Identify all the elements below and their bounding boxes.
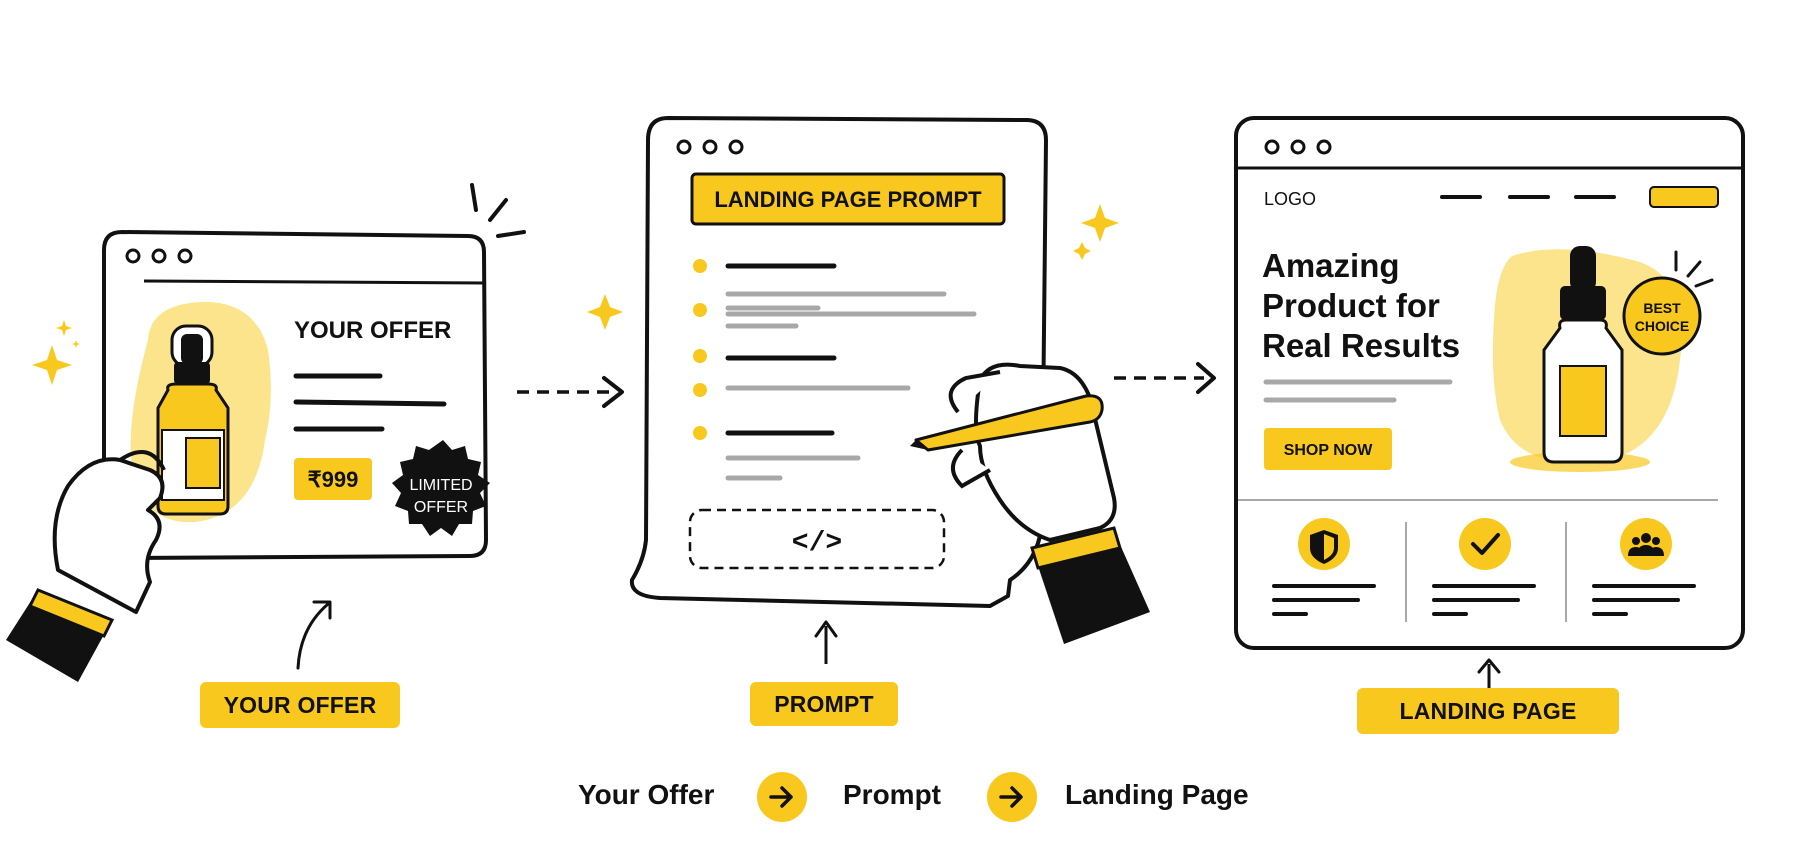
offer-pointer-arrow <box>296 602 330 670</box>
best-choice-line1: BEST <box>1643 300 1681 316</box>
flow-arrow-1 <box>517 376 624 408</box>
best-choice-line2: CHOICE <box>1635 318 1689 334</box>
landing-window <box>1234 116 1745 650</box>
limited-offer-line2: OFFER <box>414 499 468 516</box>
flow-arrow-icon <box>987 772 1037 822</box>
label-landing-page: LANDING PAGE <box>1357 688 1619 734</box>
prompt-window-dots <box>676 139 744 155</box>
prompt-title-banner <box>690 172 1006 226</box>
feature-check <box>1459 518 1511 570</box>
landing-serum-bottle-icon <box>1542 246 1624 464</box>
prompt-lines-dark <box>725 263 837 436</box>
landing-window-dots <box>1264 139 1332 155</box>
prompt-bullets <box>693 259 707 440</box>
code-symbol: </> <box>792 528 842 559</box>
sparkle-icon <box>32 320 80 385</box>
label-your-offer: YOUR OFFER <box>200 682 400 728</box>
emphasis-strokes-icon <box>470 183 526 238</box>
landing-logo: LOGO <box>1264 189 1316 209</box>
best-choice-badge: BEST CHOICE <box>1622 276 1702 356</box>
shop-now-label: SHOP NOW <box>1284 442 1374 459</box>
users-icon <box>1628 533 1664 556</box>
landing-subtext-lines <box>1263 379 1453 403</box>
landing-panel: LOGO Amazing Product for Real Results SH… <box>1234 116 1745 688</box>
offer-title: YOUR OFFER <box>294 317 451 344</box>
checkmark-icon <box>1471 533 1500 555</box>
shop-now-button[interactable] <box>1264 428 1392 470</box>
flow-arrow-2 <box>1114 362 1216 394</box>
serum-bottle-icon <box>156 324 230 516</box>
landing-nav-button <box>1649 186 1719 208</box>
hand-holding-icon <box>6 450 166 682</box>
feature-users <box>1620 518 1672 570</box>
sparkle-icon <box>587 204 1119 330</box>
offer-text-lines <box>293 373 447 432</box>
feature-shield <box>1298 518 1350 570</box>
prompt-title: LANDING PAGE PROMPT <box>714 187 982 212</box>
flow-step-landing-page: Landing Page <box>1065 779 1249 810</box>
flow-step-your-offer: Your Offer <box>578 779 715 810</box>
hand-writing-pen-icon <box>910 362 1150 644</box>
landing-headline-line1: Amazing <box>1262 247 1400 284</box>
price-tag <box>294 458 372 500</box>
limited-offer-line1: LIMITED <box>409 477 472 494</box>
offer-panel: YOUR OFFER ₹999 LIMITED OFFER <box>6 183 526 682</box>
price-text: ₹999 <box>308 467 359 492</box>
offer-window-dots <box>125 248 193 264</box>
prompt-document <box>629 116 1048 608</box>
label-prompt: PROMPT <box>750 682 898 726</box>
limited-offer-badge: LIMITED OFFER <box>392 440 490 536</box>
landing-headline-line3: Real Results <box>1262 327 1460 364</box>
offer-window-divider <box>143 279 485 285</box>
feature-text-lines <box>1272 584 1696 616</box>
prompt-panel: LANDING PAGE PROMPT </> <box>587 116 1150 664</box>
flow-arrow-icon <box>757 772 807 822</box>
code-block <box>688 508 946 570</box>
prompt-lines-gray <box>725 291 977 481</box>
landing-headline-line2: Product for <box>1262 287 1440 324</box>
flow-step-prompt: Prompt <box>843 779 941 810</box>
badge-emphasis-strokes-icon <box>1674 250 1714 288</box>
